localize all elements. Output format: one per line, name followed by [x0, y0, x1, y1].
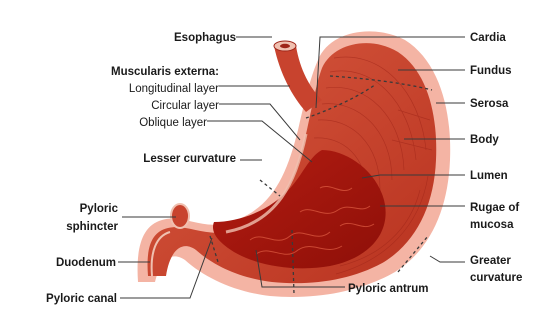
label-lesser-curvature: Lesser curvature [143, 153, 236, 165]
label-rugae-1: Rugae of [470, 202, 519, 214]
label-duodenum: Duodenum [56, 257, 116, 269]
label-pyloric-canal: Pyloric canal [46, 293, 117, 305]
label-pyloric-sphincter-1: Pyloric [80, 203, 119, 215]
label-serosa: Serosa [470, 98, 509, 110]
label-greater-curvature-2: curvature [470, 272, 522, 284]
label-circular-layer: Circular layer [151, 100, 219, 112]
label-cardia: Cardia [470, 32, 506, 44]
label-pyloric-sphincter-2: sphincter [66, 221, 118, 233]
label-muscularis-externa: Muscularis externa: [111, 66, 219, 78]
esophagus-lumen [280, 44, 290, 48]
label-oblique-layer: Oblique layer [139, 117, 207, 129]
pyloric-sphincter [171, 204, 189, 228]
label-pyloric-antrum: Pyloric antrum [348, 283, 429, 295]
label-lumen: Lumen [470, 170, 508, 182]
label-rugae-2: mucosa [470, 219, 514, 231]
label-body: Body [470, 134, 499, 146]
label-longitudinal-layer: Longitudinal layer [129, 83, 219, 95]
label-fundus: Fundus [470, 65, 512, 77]
label-esophagus: Esophagus [174, 32, 236, 44]
label-greater-curvature-1: Greater [470, 255, 511, 267]
